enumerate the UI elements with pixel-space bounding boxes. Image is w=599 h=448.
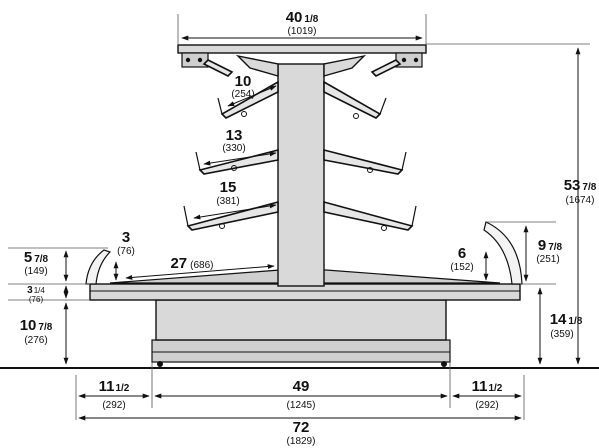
label-right-overhang: 111/2 [472,378,503,395]
case-base [151,299,451,367]
label-left-guard-mm: (149) [24,266,47,277]
label-overall-width: 72 [293,419,310,436]
label-left-overhang: 111/2 [99,378,130,395]
label-shelf-3: 15 [220,179,237,196]
label-overall-width-mm: (1829) [287,436,316,447]
label-overall-height-mm: (1674) [566,195,595,206]
right-shelf-2 [323,148,404,175]
top-canopy [177,44,427,77]
label-left-overhang-mm: (292) [102,400,125,411]
dim-shelf-2 [203,151,277,166]
right-foot [441,361,447,367]
left-shelves [183,80,279,231]
dim-shelf-3 [193,203,277,220]
label-deck-thickness: 31/4 [27,285,45,296]
label-left-gap-mm: (76) [117,246,135,257]
base-plinth [151,339,451,363]
label-shelf-2-mm: (330) [222,143,245,154]
left-foot [157,361,163,367]
dim-shelf-1 [227,85,277,107]
label-right-guard-mm: (251) [536,254,559,265]
label-base-height-right-mm: (359) [550,329,573,340]
dimension-lines [63,35,581,421]
label-top-width-mm: (1019) [288,26,317,37]
label-shelf-1: 10 [235,73,252,90]
column-right-flare [323,54,367,77]
canopy-top [177,44,427,54]
label-shelf-2: 13 [226,127,243,144]
right-shelf-1 [323,80,382,119]
column-body [277,63,325,287]
label-base-width: 49 [293,378,310,395]
base-cabinet [155,299,447,341]
left-front-glass [85,249,112,285]
extension-lines [8,14,590,420]
label-shelf-3-mm: (381) [216,196,239,207]
canopy-left-lamp [202,59,234,77]
label-right-inner: 6 [458,245,466,262]
label-base-height-left-mm: (276) [24,335,47,346]
label-right-inner-mm: (152) [450,262,473,273]
canopy-right-lamp [370,59,402,77]
right-shelf-3 [323,200,414,231]
label-base-width-mm: (1245) [287,400,316,411]
label-shelf-1-mm: (254) [231,89,254,100]
label-left-gap: 3 [122,229,130,246]
label-deck-thickness-mm: (76) [29,295,44,304]
center-column [235,54,367,287]
column-left-flare [235,54,279,77]
dim-deck-depth [125,264,275,280]
right-shelves [323,80,417,231]
right-front-glass [483,221,523,285]
label-deck-depth: 27(686) [170,255,213,272]
label-right-overhang-mm: (292) [475,400,498,411]
